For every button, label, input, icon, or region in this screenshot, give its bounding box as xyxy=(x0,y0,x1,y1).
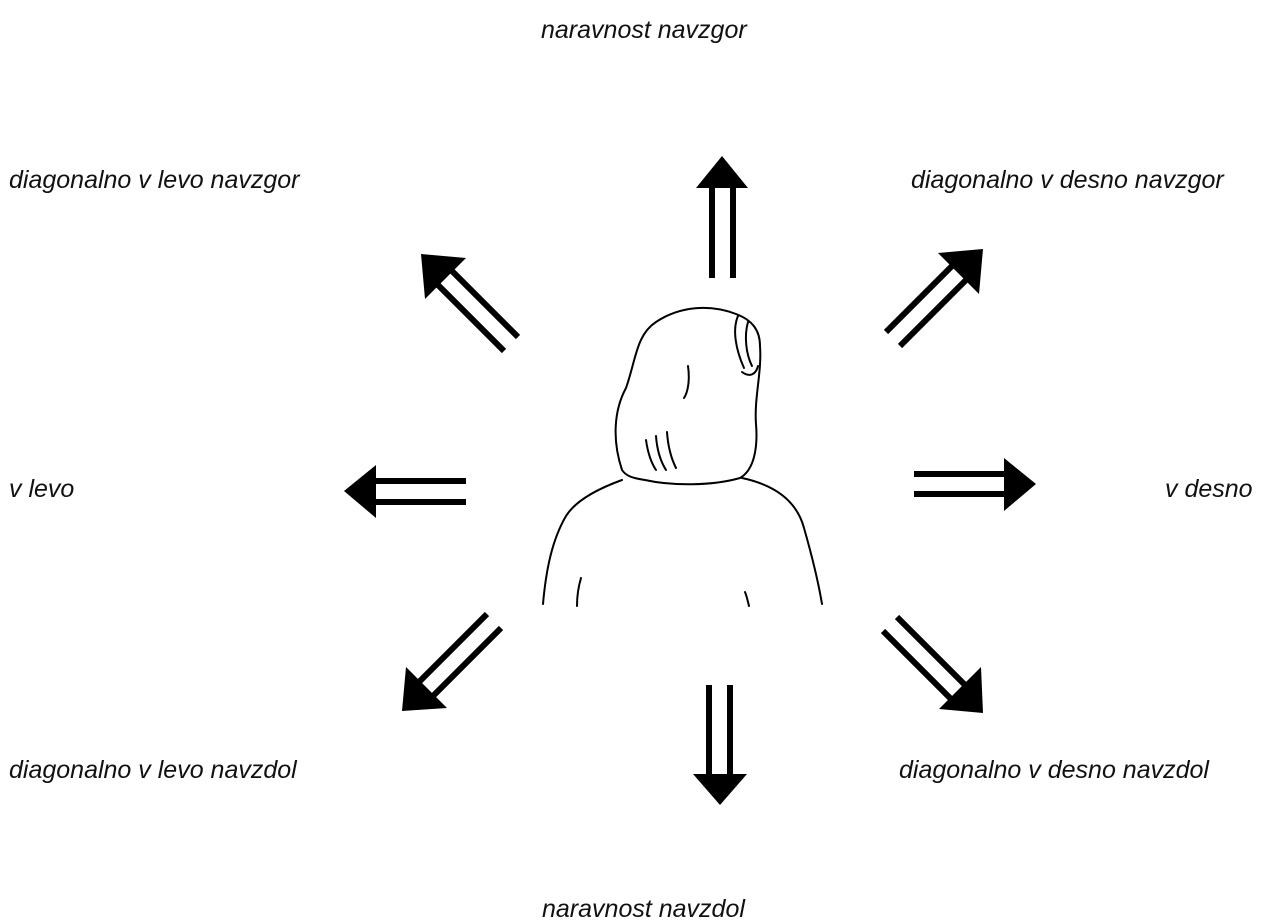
label-straight-up: naravnost navzgor xyxy=(541,16,747,44)
label-diagonal-down-right: diagonalno v desno navzdol xyxy=(899,756,1209,784)
arrow-down-left-icon xyxy=(402,611,504,711)
label-right: v desno xyxy=(1165,475,1253,503)
arrow-right-icon xyxy=(914,458,1036,511)
label-diagonal-down-left: diagonalno v levo navzdol xyxy=(9,756,297,784)
person-back-view-icon xyxy=(542,306,823,607)
arrow-down-right-icon xyxy=(880,614,983,713)
label-diagonal-up-left: diagonalno v levo navzgor xyxy=(9,166,300,194)
arrow-up-icon xyxy=(696,156,748,278)
arrow-left-icon xyxy=(344,465,466,518)
arrow-up-left-icon xyxy=(421,254,521,354)
arrow-down-icon xyxy=(693,685,747,805)
arrow-up-right-icon xyxy=(883,249,983,349)
label-diagonal-up-right: diagonalno v desno navzgor xyxy=(911,166,1224,194)
label-straight-down: naravnost navzdol xyxy=(542,895,745,923)
label-left: v levo xyxy=(9,475,75,503)
